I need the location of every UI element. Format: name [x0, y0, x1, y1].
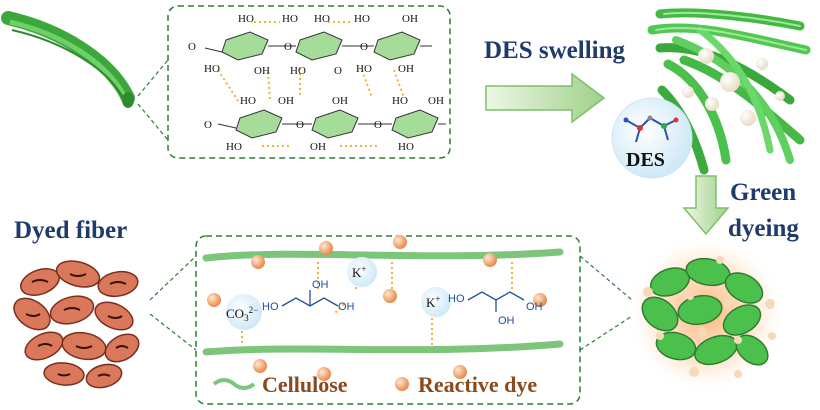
chem-oh-3: OH	[398, 63, 414, 75]
des-label: DES	[626, 149, 665, 171]
chem-o-2: O	[284, 41, 292, 53]
cellulose-legend-icon	[212, 378, 256, 390]
dyeing-label: dyeing	[728, 215, 799, 242]
glycerol-2-oh-mid: OH	[498, 315, 515, 327]
chem-ho-5: HO	[204, 63, 220, 75]
potassium-label-1: K	[352, 265, 362, 280]
svg-text:CO32−: CO32−	[226, 305, 258, 323]
chem-oh-7: OH	[310, 141, 326, 153]
cellulose-fiber-bundle	[1, 11, 135, 108]
des-droplets	[682, 48, 785, 126]
dyed-orange-fiber	[13, 260, 140, 389]
chem-ho-6: HO	[290, 65, 306, 77]
cellulose-structure-box: HO HO HO HO OH O O O HO OH HO O HO OH HO…	[167, 5, 451, 159]
carbonate-charge: 2−	[249, 305, 259, 315]
potassium-ion-2	[421, 287, 451, 317]
chem-o-4: O	[334, 65, 342, 77]
glycerol-2-ho: HO	[448, 293, 465, 305]
potassium-charge-1: +	[361, 264, 366, 274]
chem-ho-8: HO	[240, 95, 256, 107]
potassium-charge-2: +	[435, 294, 440, 304]
carbonate-subscript: 3	[244, 313, 249, 323]
glycerol-molecule-2	[467, 291, 525, 312]
chem-o-5: O	[204, 119, 212, 131]
swelling-arrow	[485, 72, 606, 124]
chem-o-3: O	[360, 41, 368, 53]
reactive-dye-legend-icon	[395, 377, 409, 391]
zoom-line-top	[137, 59, 169, 97]
chem-oh-2: OH	[254, 65, 270, 77]
chem-oh-5: OH	[332, 95, 348, 107]
svg-text:K+: K+	[352, 264, 366, 280]
dye-particles	[207, 235, 547, 381]
lower-glucose-chain	[217, 109, 446, 139]
chem-ho-2: HO	[282, 13, 298, 25]
chem-ho-9: HO	[392, 95, 408, 107]
potassium-label-2: K	[426, 295, 436, 310]
dye-interaction-box: K+ K+ CO32− HO OH OH HO OH OH Cellulose …	[149, 235, 633, 405]
potassium-ion-1	[347, 257, 377, 287]
dyed-green-fiber	[626, 234, 786, 394]
svg-text:K+: K+	[426, 294, 440, 310]
chem-oh-1: OH	[402, 13, 418, 25]
glycerol-1-oh-mid: OH	[312, 279, 329, 291]
chem-ho-7: HO	[356, 63, 372, 75]
chem-o-6: O	[296, 119, 304, 131]
swollen-fiber-bundle	[647, 8, 811, 175]
chem-o-1: O	[188, 41, 196, 53]
upper-glucose-chain	[204, 31, 432, 61]
chem-ho-11: HO	[398, 141, 414, 153]
chem-ho-4: HO	[354, 13, 370, 25]
glycerol-1-ho: HO	[262, 301, 279, 313]
chem-oh-4: OH	[278, 95, 294, 107]
glycerol-2-oh-end: OH	[526, 301, 543, 313]
carbonate-ion	[226, 294, 262, 330]
chem-ho-3: HO	[314, 13, 330, 25]
reactive-dye-legend-label: Reactive dye	[418, 372, 537, 397]
zoom-line-bottom	[137, 103, 169, 141]
chem-o-7: O	[374, 119, 382, 131]
des-molecule-bubble	[611, 97, 693, 179]
des-swelling-label: DES swelling	[484, 37, 626, 64]
carbonate-label: CO	[226, 306, 244, 321]
glycerol-molecule-1	[281, 290, 339, 307]
chem-oh-6: OH	[428, 95, 444, 107]
chem-ho-1: HO	[238, 13, 254, 25]
hydrogen-bonds	[217, 21, 405, 147]
cellulose-legend-label: Cellulose	[262, 372, 348, 397]
dyed-fiber-lumens	[25, 273, 129, 377]
green-label: Green	[730, 179, 796, 206]
dyed-fiber-label: Dyed fiber	[14, 217, 127, 244]
chem-ho-10: HO	[226, 141, 242, 153]
glycerol-1-oh-end: OH	[338, 301, 355, 313]
dyeing-arrow	[682, 175, 730, 236]
